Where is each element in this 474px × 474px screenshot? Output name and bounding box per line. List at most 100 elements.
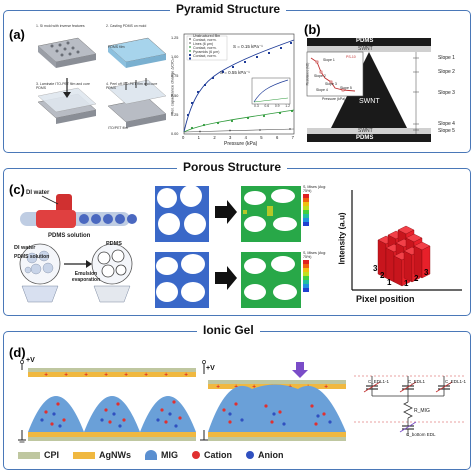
swnt-top-pdms: PDMS	[356, 38, 374, 44]
label-di-water-top: DI water	[26, 190, 50, 196]
resistance-graph-slope4: Slope 4	[316, 88, 328, 92]
svg-text:+: +	[44, 372, 48, 378]
y-tick: 0.75	[171, 74, 179, 79]
inset-tick: 1.2	[285, 104, 290, 108]
graph-xlabel: Pressure (kPa)	[224, 141, 258, 147]
step1-caption: 1. Si mold with inverse features	[36, 24, 85, 28]
capacitance-graph	[183, 33, 295, 135]
label-di-water-mid: DI water	[14, 245, 36, 251]
swnt-top-swnt: SWNT	[358, 46, 373, 52]
y-tick: 0.00	[171, 131, 179, 136]
graph-legend-text: Unstructured film Contact, norm. Lines (…	[193, 34, 220, 58]
x-tick: 1	[197, 135, 200, 140]
legend-cpi: CPI	[18, 450, 59, 460]
axis-num-1-left: 1	[387, 278, 392, 287]
step1-mold	[37, 37, 97, 68]
resistance-graph-legend: PS-10	[346, 55, 356, 59]
svg-text:+: +	[164, 372, 168, 378]
inset-x-ticks: 0.3 0.6 0.9 1.2	[254, 104, 290, 108]
svg-text:+: +	[104, 372, 108, 378]
svg-text:+: +	[252, 384, 256, 390]
cpi-swatch	[18, 451, 40, 459]
svg-text:+: +	[184, 372, 188, 378]
slope-label-3: Slope 3	[438, 90, 455, 96]
svg-text:+: +	[216, 384, 220, 390]
x-tick: 5	[260, 135, 263, 140]
legend-entry: Contact, norm.	[193, 38, 217, 42]
agnws-swatch	[73, 451, 96, 459]
mig-swatch	[145, 450, 158, 460]
voltage-label-right: +V	[206, 365, 215, 372]
x-tick: 3	[228, 135, 232, 140]
label-pdms-solution-mid: PDMS solution	[14, 254, 50, 260]
svg-text:+: +	[144, 372, 148, 378]
intensity-ylabel: Intensity (a.u)	[337, 212, 347, 265]
step4-peel	[107, 78, 167, 128]
slope-label-1: Slope 1	[438, 55, 455, 61]
step-label-pdms: PDMS film	[108, 45, 125, 49]
x-tick: 6	[275, 135, 279, 140]
resistance-graph-slope1: Slope 1	[323, 58, 335, 62]
legend-entry: Contact, norm.	[193, 54, 217, 58]
step-label-ito: ITO/PET film	[108, 126, 128, 130]
resistance-graph-xlabel: Pressure (kPa)	[322, 97, 346, 101]
axis-num-2-left: 2	[380, 271, 385, 280]
legend-cation: Cation	[192, 450, 232, 460]
legend-mig-label: MIG	[161, 450, 179, 460]
legend-mig: MIG	[145, 450, 178, 460]
swnt-bottom-pdms: PDMS	[356, 135, 374, 141]
emulsion-fabrication-schematic	[19, 194, 137, 303]
axis-num-1-right: 1	[404, 279, 409, 288]
step3-caption: 3. Laminate ITO-PET film and cure PDMS	[36, 82, 90, 90]
resistance-graph-slope3: Slope 3	[325, 82, 337, 86]
pyramid-title: Pyramid Structure	[170, 2, 287, 16]
resistance-graph-slope5: Slope 5	[340, 86, 352, 90]
graph-legend-markers	[189, 38, 191, 60]
legend-entry: Contact, norm.	[193, 46, 217, 50]
svg-text:+: +	[234, 384, 238, 390]
label-pdms-solution-top: PDMS solution	[48, 233, 91, 239]
stress-colorbar-bottom	[303, 260, 309, 292]
step4-caption: 4. Peel off ITO-PET film and cure PDMS	[106, 82, 158, 90]
ionic-gel-schematic-right: +++++++	[200, 360, 346, 441]
graph-y-ticks: 0.00 0.25 0.50 0.75 1.00 1.25	[171, 36, 178, 136]
stress-colorbar-top	[303, 194, 309, 226]
axis-num-3-right: 3	[424, 268, 429, 277]
swnt-center-label: SWNT	[359, 98, 380, 105]
graph-annotation-2: S = 0.55 kPa⁻¹	[220, 70, 250, 75]
resistance-graph-slope2: Slope 2	[314, 74, 326, 78]
svg-text:+: +	[124, 372, 128, 378]
legend-anion: Anion	[246, 450, 284, 460]
pyramid-fabrication-schematic	[37, 37, 167, 128]
legend-entry: Pyramids (6 μm)	[193, 50, 220, 54]
inset-tick: 0.3	[254, 104, 259, 108]
label-emulsion-evaporation: Emulsion evaporation	[71, 271, 101, 283]
intensity-xlabel: Pixel position	[356, 294, 415, 304]
cbottom-label: C_bottom EDL	[406, 432, 436, 437]
swnt-bottom-swnt: SWNT	[358, 128, 373, 134]
axis-num-3-left: 3	[373, 264, 378, 273]
cdl-label-1: C_EDL1-1	[368, 379, 390, 384]
svg-text:+: +	[64, 372, 68, 378]
legend-cpi-label: CPI	[44, 450, 60, 460]
slope-label-2: Slope 2	[438, 69, 455, 75]
intensity-3d-bar-plot	[351, 190, 462, 291]
panel-label-b: (b)	[304, 22, 321, 37]
anion-icon	[246, 451, 255, 459]
rmig-label: R_MIG	[414, 408, 430, 414]
step3-laminate	[37, 78, 97, 124]
swnt-pyramid-diagram	[306, 38, 431, 142]
stress-simulation-figure	[155, 185, 309, 308]
graph-annotation-1: S = 0.15 kPa⁻¹	[233, 44, 263, 49]
inset-tick: 0.6	[264, 104, 270, 108]
resistance-graph-ylabel: Resistance (kΩ)	[305, 62, 310, 86]
y-tick: 0.50	[171, 93, 179, 98]
stress-title-bottom: S, Mises (Avg: 75%)	[303, 251, 327, 259]
x-tick: 0	[182, 135, 185, 140]
porous-title: Porous Structure	[177, 160, 288, 174]
cdl-label-2: C_EDL1	[408, 379, 426, 384]
legend-agnws-label: AgNWs	[99, 450, 132, 460]
svg-text:+: +	[84, 372, 88, 378]
y-tick: 1.00	[171, 55, 179, 60]
step2-caption: 2. Casting PDMS on mold	[106, 24, 147, 28]
